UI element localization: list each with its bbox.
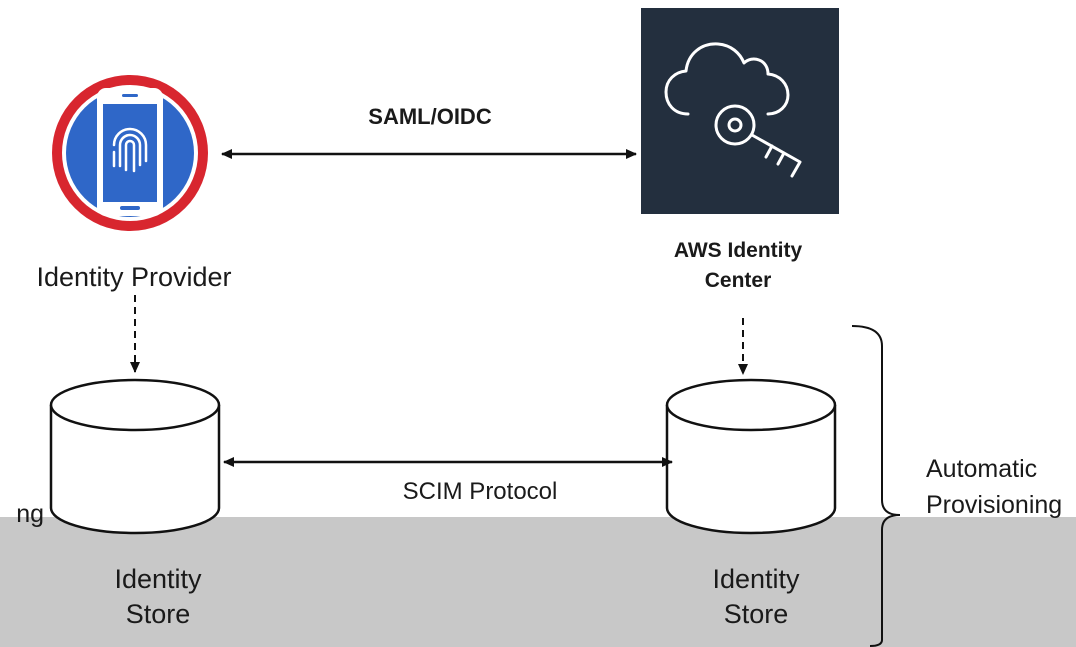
database-cylinder-icon <box>49 378 221 535</box>
background-band <box>0 517 1076 647</box>
scim-protocol-label: SCIM Protocol <box>402 478 558 505</box>
automatic-provisioning-label: Automatic Provisioning <box>926 451 1076 523</box>
identity-store-right-label: Identity Store <box>712 564 800 629</box>
aws-identity-center-label: AWS Identity Center <box>673 239 803 292</box>
automatic-provisioning-line2: Provisioning <box>926 491 1063 519</box>
database-cylinder-icon <box>665 378 837 535</box>
saml-oidc-label: SAML/OIDC <box>368 104 492 129</box>
cloud-key-icon <box>641 8 839 214</box>
provisioning-brace <box>851 325 901 647</box>
identity-store-left-label: Identity Store <box>114 564 202 629</box>
fingerprint-phone-icon <box>52 75 208 231</box>
automatic-provisioning-line1: Automatic <box>926 455 1038 483</box>
left-edge-text-fragment: ng <box>16 500 44 528</box>
identity-provider-label: Identity Provider <box>36 262 232 292</box>
